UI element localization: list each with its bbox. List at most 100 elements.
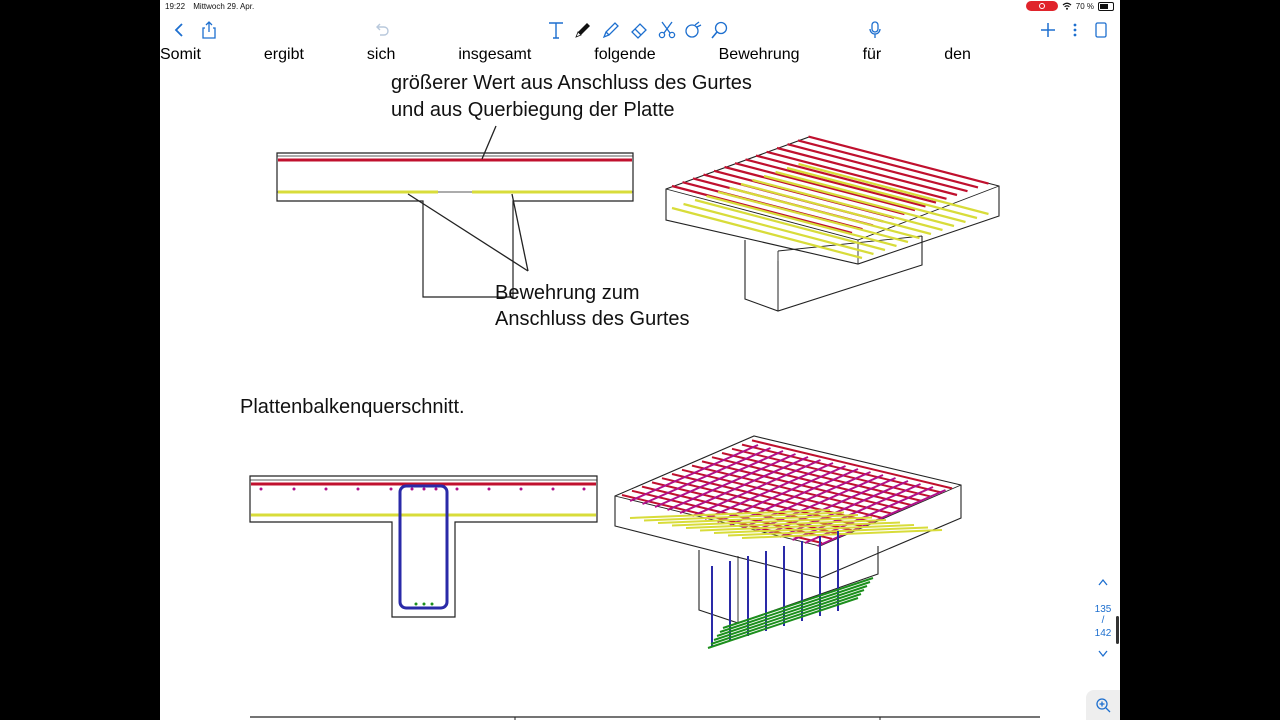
magenta-rebar bbox=[792, 483, 921, 541]
word: Somit bbox=[160, 46, 201, 63]
yellow-rebar bbox=[786, 166, 978, 220]
text-tool-icon[interactable] bbox=[544, 18, 568, 42]
rebar-dot bbox=[324, 487, 328, 491]
magenta-rebar bbox=[779, 480, 909, 538]
yellow-rebar bbox=[740, 182, 932, 236]
more-icon[interactable] bbox=[1063, 18, 1087, 42]
microphone-icon[interactable] bbox=[863, 18, 887, 42]
paragraph-line1: Somit ergibt sich insgesamt folgende Bew… bbox=[160, 46, 971, 64]
red-rebar bbox=[808, 135, 989, 185]
highlighter-icon[interactable] bbox=[599, 18, 623, 42]
total-pages: 142 bbox=[1094, 628, 1112, 639]
word: Bewehrung bbox=[718, 46, 800, 63]
rebar-dot bbox=[519, 487, 523, 491]
red-rebar bbox=[755, 154, 937, 204]
green-rebar bbox=[710, 593, 862, 645]
scissors-icon[interactable] bbox=[655, 18, 679, 42]
yellow-rebar bbox=[713, 524, 915, 534]
yellow-rebar bbox=[741, 529, 943, 539]
document-page[interactable]: größerer Wert aus Anschluss des Gurtes u… bbox=[160, 46, 1120, 720]
pen-tool-icon[interactable] bbox=[571, 18, 595, 42]
red-rebar bbox=[766, 150, 947, 200]
wifi-icon bbox=[1062, 2, 1072, 10]
rebar-dot bbox=[434, 487, 438, 491]
red-rebar bbox=[751, 439, 953, 490]
add-icon[interactable] bbox=[1036, 18, 1060, 42]
rebar-dot bbox=[292, 487, 296, 491]
magenta-rebar bbox=[642, 447, 771, 505]
page-up-icon[interactable] bbox=[1093, 578, 1113, 589]
recording-indicator-icon bbox=[1025, 1, 1058, 11]
magenta-rebar bbox=[692, 459, 821, 517]
green-rebar bbox=[707, 597, 859, 649]
paragraph-line2: Plattenbalkenquerschnitt. bbox=[240, 396, 465, 418]
red-rebar bbox=[787, 143, 968, 193]
figure-full-reinforcement bbox=[249, 435, 962, 649]
date: Mittwoch 29. Apr. bbox=[193, 2, 255, 11]
rebar-dot bbox=[259, 487, 263, 491]
yellow-rebar bbox=[671, 206, 863, 260]
yellow-rebar bbox=[657, 514, 859, 524]
eraser-icon[interactable] bbox=[627, 18, 651, 42]
label-reinforcement-line2: Anschluss des Gurtes bbox=[495, 308, 690, 330]
label-reinforcement-line1: Bewehrung zum bbox=[495, 282, 640, 304]
rebar-dot bbox=[422, 487, 426, 491]
red-rebar bbox=[797, 139, 979, 189]
yellow-rebar bbox=[798, 162, 989, 216]
rebar-dot bbox=[455, 487, 459, 491]
scrollbar[interactable] bbox=[1116, 616, 1119, 644]
lasso-icon[interactable] bbox=[708, 18, 732, 42]
word: für bbox=[862, 46, 882, 63]
magenta-rebar bbox=[629, 444, 759, 502]
word: insgesamt bbox=[458, 46, 532, 63]
rebar-dot bbox=[356, 487, 360, 491]
shapes-tool-icon[interactable] bbox=[681, 18, 705, 42]
battery-icon bbox=[1098, 1, 1114, 11]
rebar-dot bbox=[551, 487, 555, 491]
share-icon[interactable] bbox=[197, 18, 221, 42]
magenta-rebar bbox=[704, 462, 834, 520]
rebar-dot bbox=[410, 487, 414, 491]
current-page: 135 bbox=[1094, 604, 1112, 615]
word: folgende bbox=[594, 46, 656, 63]
back-icon[interactable] bbox=[167, 18, 191, 42]
green-rebar bbox=[719, 581, 871, 633]
yellow-rebar bbox=[643, 511, 845, 522]
magenta-rebar bbox=[667, 453, 796, 511]
pages-icon[interactable] bbox=[1089, 18, 1113, 42]
table-top-border bbox=[250, 716, 1040, 720]
yellow-rebar bbox=[683, 202, 874, 256]
toolbar bbox=[160, 14, 1120, 46]
figure-flange-connection bbox=[276, 125, 1000, 312]
battery-percent: 70 % bbox=[1075, 1, 1094, 11]
notes-app-window: 19:22 Mittwoch 29. Apr. 70 % bbox=[160, 0, 1120, 720]
rebar-dot bbox=[389, 487, 393, 491]
yellow-rebar bbox=[775, 170, 966, 224]
page-down-icon[interactable] bbox=[1093, 650, 1113, 661]
yellow-rebar bbox=[763, 174, 955, 228]
rebar-dot bbox=[487, 487, 491, 491]
yellow-rebar bbox=[752, 178, 943, 232]
yellow-rebar bbox=[717, 190, 909, 244]
magenta-rebar bbox=[654, 450, 784, 508]
yellow-rebar bbox=[694, 198, 886, 252]
undo-icon[interactable] bbox=[370, 18, 394, 42]
status-bar: 19:22 Mittwoch 29. Apr. 70 % bbox=[160, 0, 1120, 13]
yellow-rebar bbox=[727, 526, 929, 537]
red-rebar bbox=[745, 158, 926, 208]
green-rebar bbox=[716, 585, 868, 637]
yellow-rebar bbox=[706, 194, 897, 248]
yellow-rebar bbox=[729, 186, 920, 240]
red-rebar bbox=[734, 162, 916, 212]
red-rebar bbox=[776, 146, 958, 197]
yellow-rebar bbox=[629, 509, 831, 519]
word: den bbox=[944, 46, 971, 63]
zoom-icon[interactable] bbox=[1086, 690, 1120, 720]
yellow-rebar bbox=[685, 519, 887, 529]
label-greater-value-line1: größerer Wert aus Anschluss des Gurtes bbox=[391, 72, 752, 94]
green-rebar bbox=[722, 577, 874, 629]
yellow-rebar bbox=[671, 516, 873, 527]
rebar-dot bbox=[582, 487, 586, 491]
word: sich bbox=[366, 46, 396, 63]
magenta-rebar bbox=[679, 456, 809, 514]
